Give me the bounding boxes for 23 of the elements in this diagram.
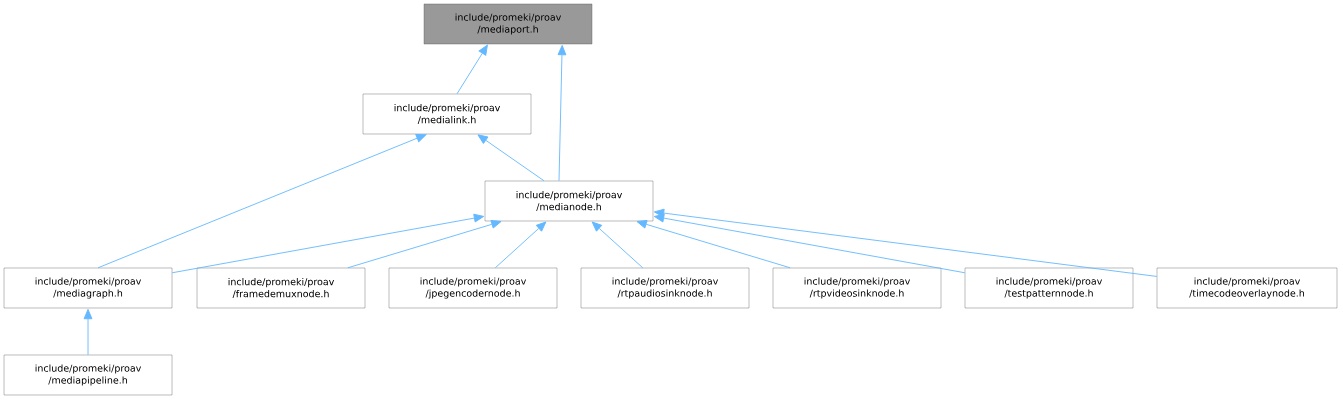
file-box: include/promeki/proav /medialink.h <box>362 93 532 135</box>
file-box: include/promeki/proav /framedemuxnode.h <box>196 267 366 309</box>
arrow <box>171 213 485 274</box>
file-box: include/promeki/proav /testpatternnode.h <box>964 267 1134 309</box>
file-box: include/promeki/proav /rtpaudiosinknode.h <box>580 267 750 309</box>
arrow <box>494 221 547 269</box>
file-box: include/promeki/proav /mediapipeline.h <box>3 354 173 396</box>
arrow <box>347 220 502 269</box>
file-box: include/promeki/proav /rtpvideosinknode.h <box>772 267 942 309</box>
file-box: include/promeki/proav /jpegencodernode.h <box>388 267 558 309</box>
arrow <box>636 220 791 269</box>
arrow <box>477 134 545 182</box>
arrow <box>557 44 567 182</box>
file-box: include/promeki/proav /mediagraph.h <box>3 267 173 309</box>
arrow <box>97 134 427 269</box>
file-box: include/promeki/proav /medianode.h <box>484 180 654 222</box>
arrow <box>653 213 966 274</box>
arrow <box>591 221 644 269</box>
arrow <box>83 308 93 356</box>
arrow <box>456 44 488 95</box>
header-box: include/promeki/proav /mediaport.h <box>423 3 593 45</box>
file-box: include/promeki/proav /timecodeoverlaynode.h <box>1156 267 1338 309</box>
arrow <box>653 208 1158 277</box>
